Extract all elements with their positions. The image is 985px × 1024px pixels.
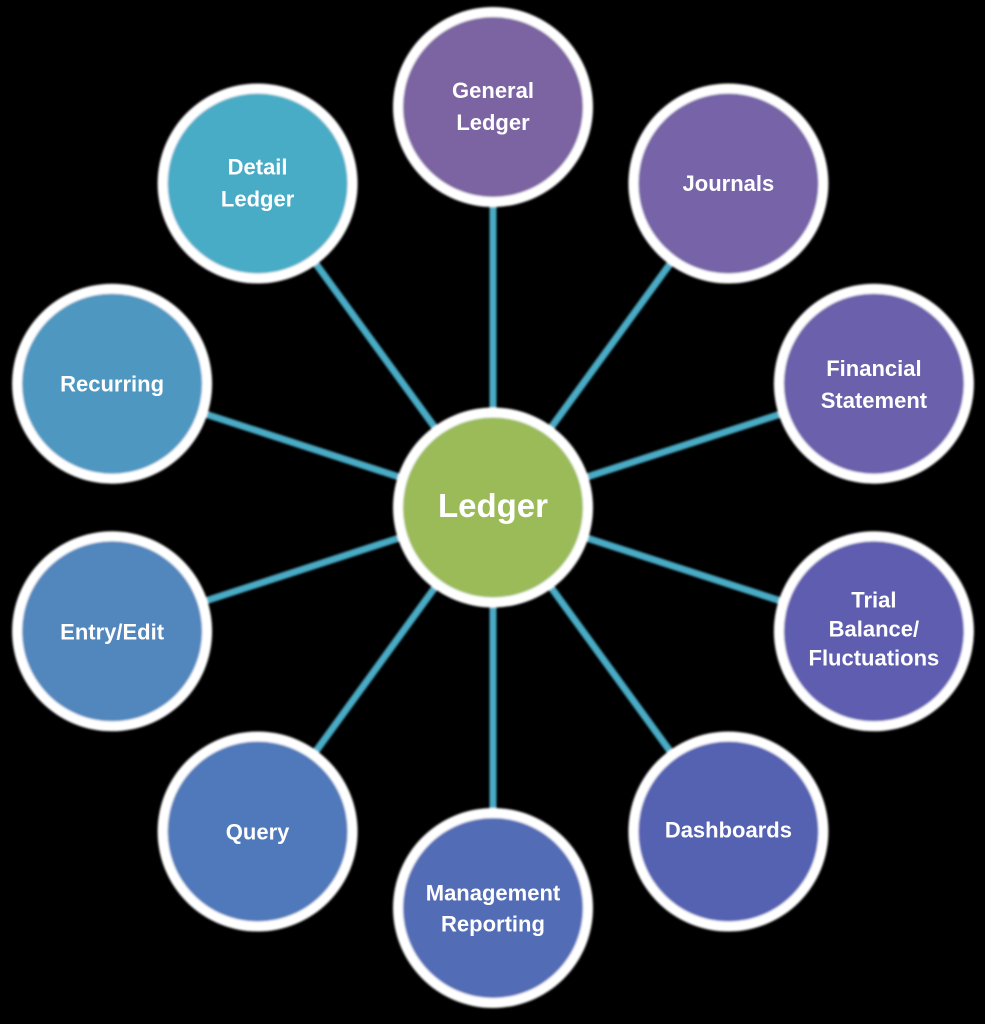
svg-text:Management: Management (426, 881, 561, 906)
svg-text:Dashboards: Dashboards (665, 818, 792, 843)
svg-text:Ledger: Ledger (221, 187, 295, 212)
svg-text:Journals: Journals (683, 171, 775, 196)
svg-text:General: General (452, 78, 534, 103)
svg-text:Ledger: Ledger (438, 487, 548, 524)
svg-text:Ledger: Ledger (456, 110, 530, 135)
svg-text:Reporting: Reporting (441, 912, 545, 937)
svg-text:Balance/: Balance/ (829, 616, 920, 641)
svg-text:Recurring: Recurring (60, 372, 164, 397)
svg-text:Query: Query (226, 820, 290, 845)
svg-text:Detail: Detail (228, 155, 288, 180)
svg-text:Fluctuations: Fluctuations (809, 645, 940, 670)
svg-text:Trial: Trial (851, 587, 896, 612)
svg-text:Entry/Edit: Entry/Edit (60, 619, 165, 644)
svg-text:Statement: Statement (821, 388, 928, 413)
svg-text:Financial: Financial (826, 356, 921, 381)
